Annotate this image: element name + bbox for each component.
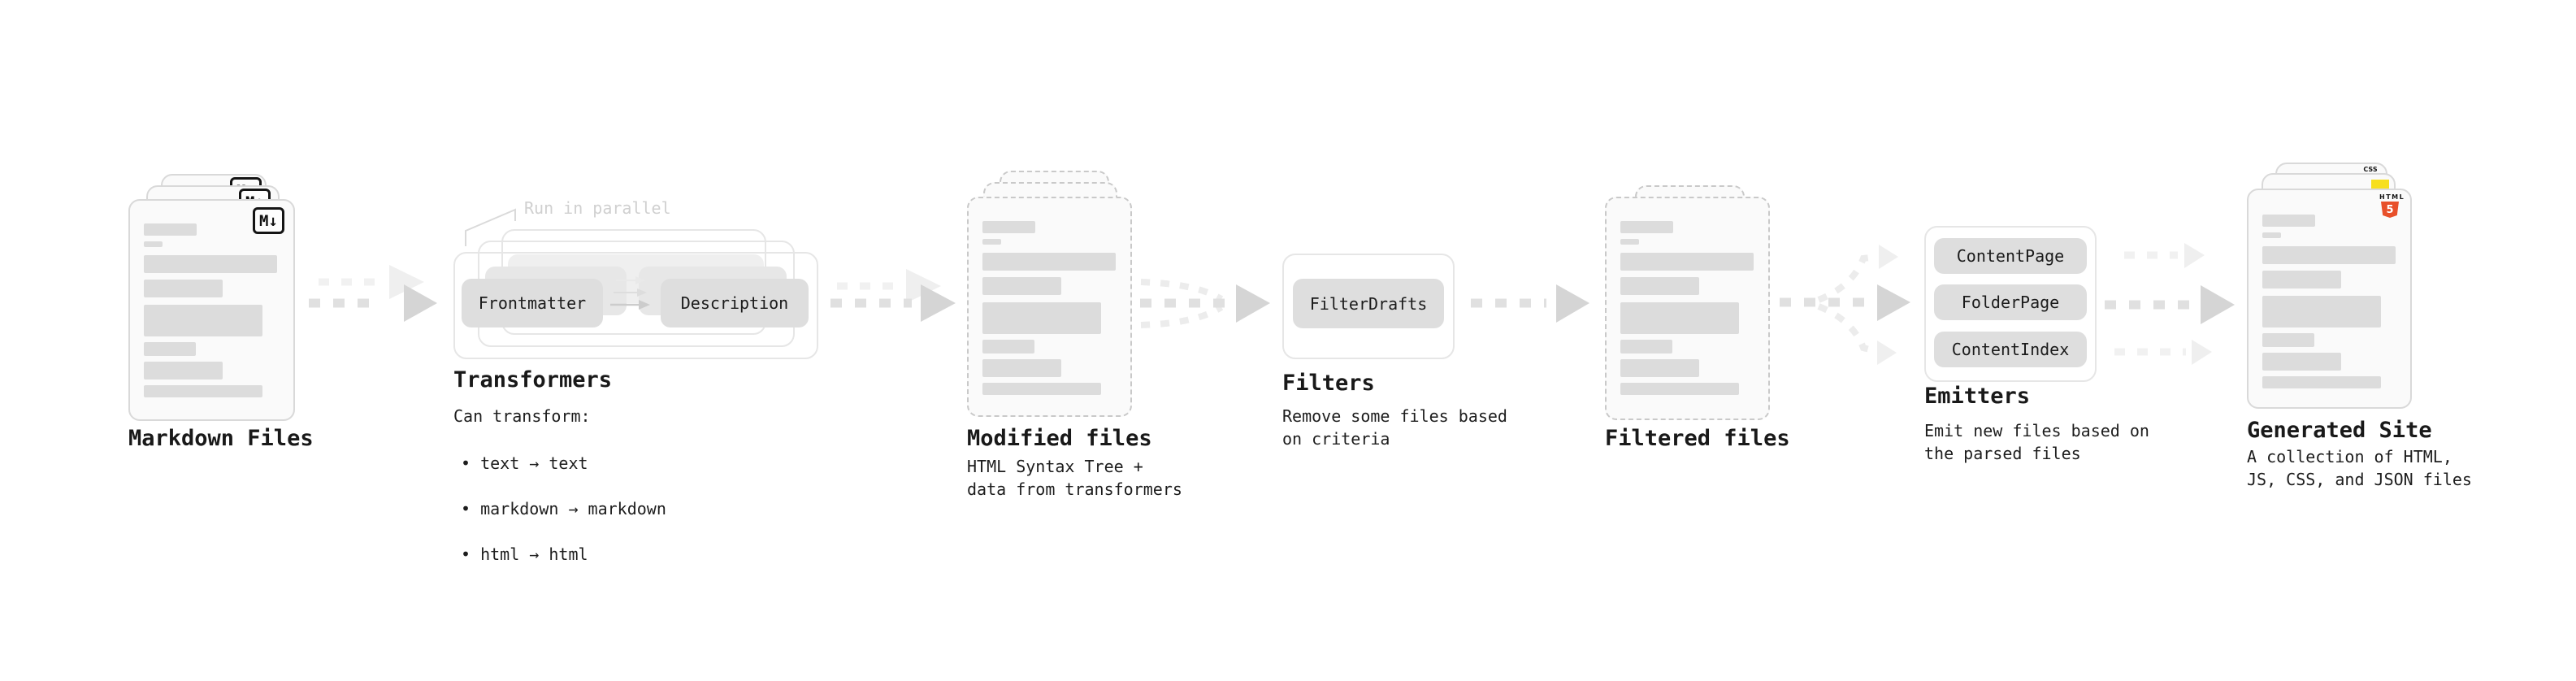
html5-badge-number: 5 [2386,203,2394,216]
arrow-head [2201,285,2235,324]
arrow-filtered-to-emitters-fan-out [1780,245,1910,365]
transformers-bullet-list: • text → text • markdown → markdown • ht… [461,429,666,588]
bullet-item: • markdown → markdown [461,499,666,518]
skeleton-bar [2262,353,2341,371]
dashed-card-front [1605,197,1770,420]
skeleton-bar [144,241,163,247]
dashed-card-front [967,197,1132,417]
skeleton-bar [1620,239,1639,245]
site-card-html: HTML 5 [2247,189,2412,409]
skeleton-bar [2262,246,2396,264]
transformers-desc-title: Can transform: [453,406,591,426]
skeleton-bar [144,342,196,356]
description-box: Description [661,279,809,327]
skeleton-bar [144,362,223,380]
skeleton-bar [144,255,277,273]
arrow-filters-to-filtered [1471,284,1589,323]
emitters-frame [1924,226,2097,382]
skeleton-bar [1620,340,1672,354]
skeleton-bar [2262,232,2281,238]
markdown-icon: M↓ [253,207,284,234]
skeleton-bar [982,302,1101,334]
transformer-frame-front [453,252,818,359]
arrow-head [1877,284,1910,321]
arrow-modified-to-filters-fan-in [1140,279,1270,328]
css-badge-text: CSS [2363,166,2378,173]
arrow-head [404,284,437,322]
bullet-item: • html → html [461,544,588,564]
arrow-transformers-to-modified [830,269,956,322]
fan-in-curve-bottom [1140,304,1224,328]
skeleton-bar [144,280,223,297]
skeleton-bar [1620,277,1699,295]
skeleton-bar [1620,359,1699,377]
stage-label-modified-files: Modified files [967,426,1152,451]
skeleton-bar [1620,253,1754,271]
folderpage-box: FolderPage [1934,284,2087,320]
modified-files-desc: HTML Syntax Tree + data from transformer… [967,457,1182,499]
skeleton-bar [2262,271,2341,288]
skeleton-bar [2262,376,2381,388]
arrow-head-ghost [1879,245,1898,269]
run-in-parallel-annotation: Run in parallel [524,198,671,218]
arrow-head-ghost [906,269,941,303]
fan-out-curve-top [1817,254,1878,303]
stage-label-filters: Filters [1282,371,1375,396]
document-card-front: M↓ [128,199,295,421]
filters-desc: Remove some files based on criteria [1282,406,1507,449]
arrow-head-ghost [2192,340,2212,365]
skeleton-bar [1620,383,1739,395]
filters-frame [1282,254,1455,359]
arrow-head-ghost [389,265,424,299]
fan-in-curve-top [1140,279,1224,302]
emitters-desc: Emit new files based on the parsed files [1924,421,2149,463]
skeleton-bar [982,340,1034,354]
stage-label-markdown-files: Markdown Files [128,426,314,451]
skeleton-bar [982,253,1116,271]
skeleton-bar [144,385,262,397]
arrow-head-ghost [2184,243,2205,268]
html5-badge-word: HTML [2379,193,2405,201]
generated-site-desc: A collection of HTML, JS, CSS, and JSON … [2247,447,2472,489]
html5-icon: HTML 5 [2379,193,2405,218]
skeleton-bar [2262,296,2381,327]
skeleton-bar [2262,215,2315,227]
skeleton-bar [982,383,1101,395]
bullet-item: • text → text [461,453,588,473]
skeleton-bar [982,359,1061,377]
skeleton-bar [1620,302,1739,334]
markdown-badge-text: M↓ [259,211,278,230]
contentpage-box: ContentPage [1934,238,2087,274]
frontmatter-box: Frontmatter [462,279,603,327]
arrow-head-ghost [1877,340,1897,365]
skeleton-bar [144,305,262,336]
arrow-head [1556,284,1589,323]
skeleton-bar [982,239,1001,245]
arrows-emitters-to-site [2105,243,2235,365]
filterdrafts-box: FilterDrafts [1293,279,1444,328]
stage-label-transformers: Transformers [453,367,613,393]
arrow-markdown-to-transformers [309,265,437,322]
skeleton-bar [2262,333,2314,347]
skeleton-bar [144,223,197,236]
stage-label-emitters: Emitters [1924,384,2031,409]
html5-badge-shield: 5 [2381,202,2399,218]
stage-label-generated-site: Generated Site [2247,418,2432,443]
skeleton-bar [1620,221,1673,233]
arrow-head [921,284,956,322]
js-icon [2371,180,2389,191]
skeleton-bar [982,221,1035,233]
fan-out-curve-bottom [1817,303,1877,354]
skeleton-bar [982,277,1061,295]
arrow-head [1236,284,1270,323]
stage-label-filtered-files: Filtered files [1605,426,1790,451]
contentindex-box: ContentIndex [1934,332,2087,367]
